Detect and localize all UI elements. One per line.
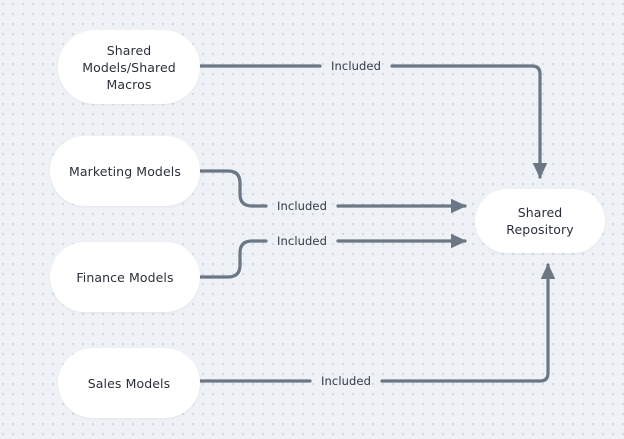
node-shared-repository-label: Shared Repository xyxy=(506,205,574,237)
node-marketing-models[interactable]: Marketing Models xyxy=(50,136,200,206)
node-sales-models-label: Sales Models xyxy=(87,375,171,391)
node-shared-repository[interactable]: Shared Repository xyxy=(475,189,605,253)
edge-path-finance-models xyxy=(198,233,467,279)
node-shared-models-label: Shared Models/Shared Macros xyxy=(82,42,176,92)
node-marketing-models-label: Marketing Models xyxy=(69,163,181,179)
node-finance-models[interactable]: Finance Models xyxy=(50,242,200,312)
node-finance-models-label: Finance Models xyxy=(76,269,174,285)
edge-label-finance-models: Included xyxy=(277,234,327,248)
edge-path-marketing-models xyxy=(198,169,467,214)
node-sales-models[interactable]: Sales Models xyxy=(58,348,200,418)
edge-label-marketing-models: Included xyxy=(277,199,327,213)
edge-label-sales-models: Included xyxy=(321,374,371,388)
edge-path-shared-models xyxy=(198,64,548,179)
edge-label-shared-models: Included xyxy=(331,59,381,73)
edge-path-sales-models xyxy=(198,263,556,383)
node-shared-models[interactable]: Shared Models/Shared Macros xyxy=(58,30,200,104)
